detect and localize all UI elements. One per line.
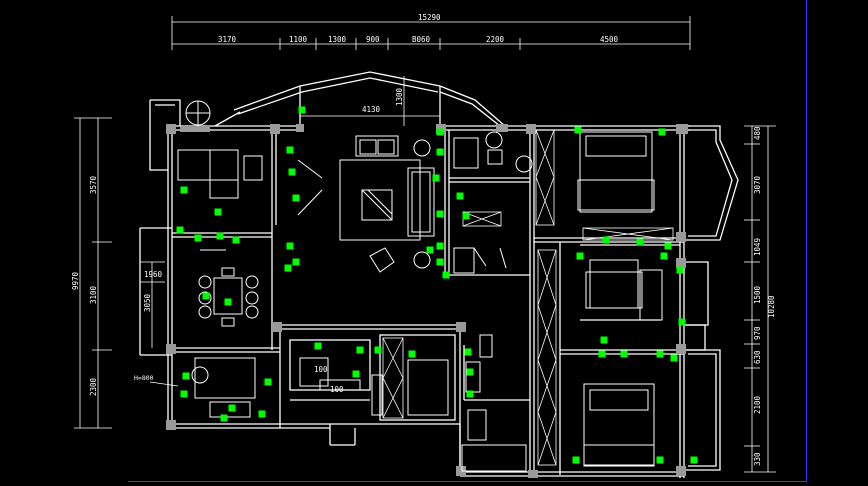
fixture-symbol (660, 252, 668, 260)
fixture-symbol (408, 350, 416, 358)
fixture-symbol (574, 126, 582, 134)
drawing-frame-border (128, 0, 807, 482)
fixture-symbol (314, 342, 322, 350)
fixture-symbol (182, 372, 190, 380)
dim-right-seg-2: 3070 (753, 175, 762, 194)
dimension-texts: 15290 3170 1100 1300 900 B060 2200 4500 … (71, 13, 776, 466)
dim-bay-depth: 1300 (395, 87, 404, 106)
fixture-symbol (216, 232, 224, 240)
dim-right-seg-4: 1500 (753, 285, 762, 304)
closet-hatching (382, 129, 674, 466)
dim-top-seg-5: B060 (412, 35, 431, 44)
fixture-symbol (572, 456, 580, 464)
fixture-symbol (598, 350, 606, 358)
fixture-symbol (462, 212, 470, 220)
fixture-symbol (286, 242, 294, 250)
fixture-symbol (180, 186, 188, 194)
dim-top-seg-7: 4500 (600, 35, 619, 44)
fixture-symbol (220, 414, 228, 422)
fixture-symbol (676, 266, 684, 274)
fixture-symbol (636, 238, 644, 246)
dim-top-total: 15290 (418, 13, 441, 22)
fixture-symbol (670, 354, 678, 362)
fixture-symbol (292, 194, 300, 202)
dim-right-seg-7: 2100 (753, 395, 762, 414)
fixture-symbol (602, 236, 610, 244)
fixture-symbol (284, 264, 292, 272)
fixture-symbol (202, 292, 210, 300)
annotation-h-note: H=800 (134, 374, 154, 382)
fixture-symbol (258, 410, 266, 418)
dim-right-seg-3: 1049 (753, 238, 762, 256)
dim-left-total: 9970 (71, 271, 80, 290)
fixture-symbol (442, 271, 450, 279)
dim-stair-1: 100 (314, 365, 328, 374)
fixture-symbol (286, 146, 294, 154)
fixture-symbol (600, 336, 608, 344)
electrical-fixtures (176, 106, 698, 464)
dim-right-seg-5: 970 (753, 326, 762, 340)
dim-left-seg-3: 2300 (89, 377, 98, 396)
dim-dining-inner-top: 1960 (144, 270, 163, 279)
dim-right-seg-1: 480 (753, 126, 762, 140)
fixture-symbol (436, 148, 444, 156)
fixture-symbol (292, 258, 300, 266)
fixture-symbol (232, 236, 240, 244)
fixture-symbol (436, 128, 444, 136)
dim-top-seg-4: 900 (366, 35, 380, 44)
fixture-symbol (194, 234, 202, 242)
dim-right-seg-6: 630 (753, 350, 762, 364)
fixture-symbol (176, 226, 184, 234)
dim-right-total: 10280 (767, 295, 776, 318)
fixture-symbol (466, 368, 474, 376)
fixture-symbol (576, 252, 584, 260)
fixture-symbol (664, 242, 672, 250)
dim-stair-2: 100 (330, 385, 344, 394)
fixture-symbol (436, 258, 444, 266)
fixture-symbol (436, 210, 444, 218)
fixture-symbol (436, 242, 444, 250)
fixture-symbol (426, 246, 434, 254)
fixture-symbol (298, 106, 306, 114)
furniture (177, 100, 663, 472)
fixture-symbol (356, 346, 364, 354)
fixture-symbol (288, 168, 296, 176)
dim-top-seg-6: 2200 (486, 35, 505, 44)
fixture-symbol (228, 404, 236, 412)
fixture-symbol (264, 378, 272, 386)
fixture-symbol (214, 208, 222, 216)
fixture-symbol (456, 192, 464, 200)
fixture-symbol (224, 298, 232, 306)
fixture-symbol (374, 346, 382, 354)
dim-left-seg-2: 3100 (89, 285, 98, 304)
dim-right-seg-8: 330 (753, 452, 762, 466)
fixture-symbol (464, 348, 472, 356)
dim-left-seg-1: 3570 (89, 175, 98, 194)
fixture-symbol (658, 128, 666, 136)
fixture-symbol (620, 350, 628, 358)
fixture-symbol (690, 456, 698, 464)
dim-top-seg-1: 3170 (218, 35, 237, 44)
fixture-symbol (432, 174, 440, 182)
dim-dining-inner: 3050 (143, 293, 152, 312)
dim-bay-width: 4130 (362, 105, 381, 114)
fixture-symbol (352, 370, 360, 378)
fixture-symbol (180, 390, 188, 398)
fixture-symbol (678, 318, 686, 326)
dim-top-seg-3: 1300 (328, 35, 347, 44)
dimension-lines (74, 16, 776, 473)
fixture-symbol (466, 390, 474, 398)
fixture-symbol (656, 350, 664, 358)
fixture-symbol (656, 456, 664, 464)
dim-top-seg-2: 1100 (289, 35, 308, 44)
